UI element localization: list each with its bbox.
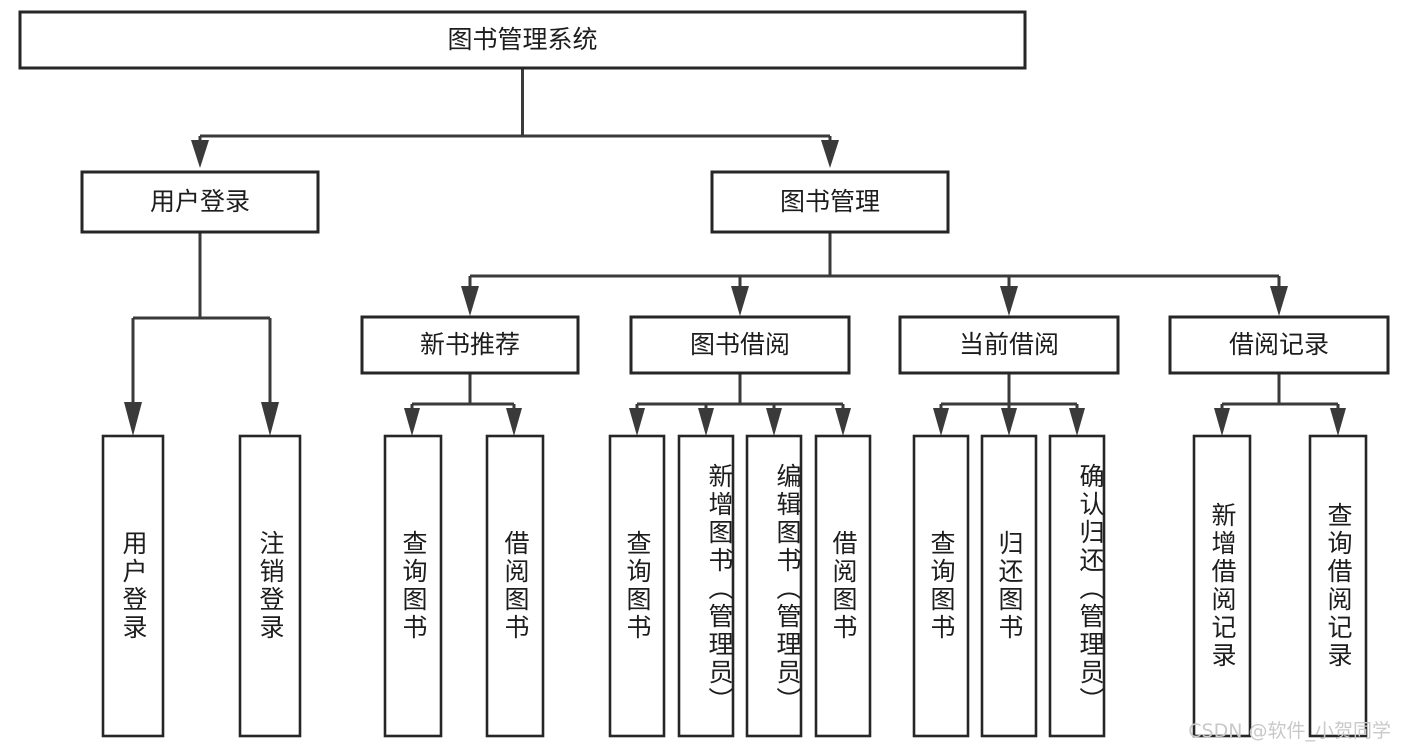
arrow-leaf-add-book: [698, 408, 714, 436]
arrow-book-borrow: [731, 286, 749, 316]
arrow-leaf-return-book: [1001, 408, 1017, 436]
csdn-watermark: CSDN @软件_小贺同学: [1188, 720, 1391, 742]
arrow-leaf-query-book-1: [404, 408, 420, 436]
arrow-leaf-add-record: [1214, 408, 1230, 436]
node-book-manage-box[interactable]: [710, 170, 950, 234]
arrow-leaf-user-logout: [261, 402, 279, 436]
node-current-borrow-box[interactable]: [898, 315, 1120, 375]
node-borrow-record-label: 借阅记录: [1229, 330, 1329, 359]
arrow-user-login: [191, 140, 209, 168]
node-leaf-edit-book-box[interactable]: [745, 434, 803, 738]
node-leaf-add-book-box[interactable]: [677, 434, 735, 738]
arrow-leaf-borrow-book-2: [835, 408, 851, 436]
node-book-manage-label: 图书管理: [780, 187, 880, 216]
arrow-leaf-confirm-return: [1069, 408, 1085, 436]
arrow-leaf-user-login: [124, 402, 142, 436]
arrow-leaf-query-book-2: [629, 408, 645, 436]
node-user-login-label: 用户登录: [150, 187, 250, 216]
node-root-box[interactable]: [18, 10, 1027, 70]
arrow-new-book-recommend: [461, 286, 479, 316]
node-leaf-query-record-box[interactable]: [1308, 434, 1368, 738]
node-book-borrow-label: 图书借阅: [690, 330, 790, 359]
node-current-borrow-label: 当前借阅: [959, 330, 1059, 359]
node-book-borrow-box[interactable]: [629, 315, 851, 375]
arrow-leaf-borrow-book-1: [506, 408, 522, 436]
node-leaf-add-record-box[interactable]: [1192, 434, 1252, 738]
node-leaf-query-book-2-box[interactable]: [608, 434, 666, 738]
arrow-leaf-query-record: [1330, 408, 1346, 436]
arrow-book-manage: [821, 140, 839, 168]
node-root-label: 图书管理系统: [447, 25, 597, 54]
node-leaf-query-book-3-box[interactable]: [912, 434, 970, 738]
arrow-current-borrow: [1000, 286, 1018, 316]
node-new-book-recommend-label: 新书推荐: [420, 330, 520, 359]
arrow-leaf-edit-book: [766, 408, 782, 436]
edges-layer: [124, 68, 1346, 436]
node-leaf-user-login-box[interactable]: [101, 434, 165, 738]
node-user-login-box[interactable]: [80, 170, 320, 234]
node-leaf-borrow-book-2-box[interactable]: [814, 434, 872, 738]
node-new-book-recommend-box[interactable]: [360, 315, 580, 375]
node-leaf-query-book-1-box[interactable]: [383, 434, 443, 738]
node-leaf-confirm-return-box[interactable]: [1048, 434, 1106, 738]
nodes-layer: 图书管理系统 用户登录 图书管理 新书推荐 图书借阅 当前借阅 借阅记录: [18, 10, 1390, 738]
node-leaf-borrow-book-1-box[interactable]: [485, 434, 545, 738]
node-leaf-user-logout-box[interactable]: [238, 434, 302, 738]
node-leaf-return-book-box[interactable]: [980, 434, 1038, 738]
arrow-leaf-query-book-3: [933, 408, 949, 436]
arrow-borrow-record: [1270, 286, 1288, 316]
node-borrow-record-box[interactable]: [1168, 315, 1390, 375]
